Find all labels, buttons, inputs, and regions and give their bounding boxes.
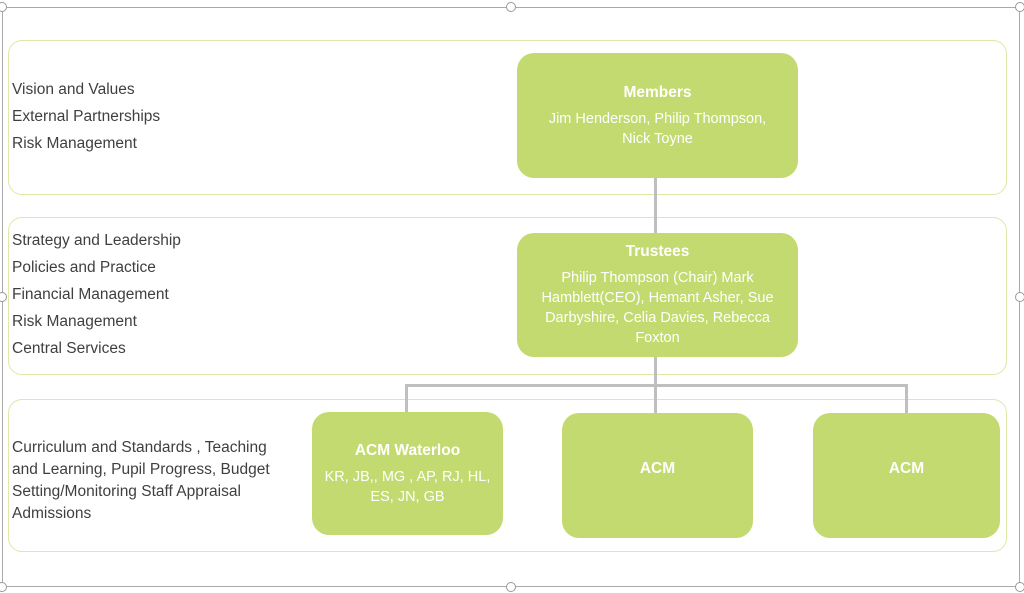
- band-members-row: [8, 40, 1007, 195]
- selection-handle-middle-left[interactable]: [0, 292, 7, 302]
- connector-horizontal-bar: [405, 384, 908, 387]
- selection-handle-top-left[interactable]: [0, 2, 7, 12]
- node-acm-waterloo[interactable]: ACM Waterloo KR, JB,, MG , AP, RJ, HL, E…: [312, 412, 503, 535]
- node-title: Members: [623, 83, 692, 101]
- node-body: Jim Henderson, Philip Thompson, Nick Toy…: [548, 110, 767, 147]
- selection-handle-top-center[interactable]: [506, 2, 516, 12]
- responsibility-line: Policies and Practice: [12, 259, 156, 276]
- node-acm-center[interactable]: ACM: [562, 413, 753, 538]
- band-local-governance-row: [8, 399, 1007, 552]
- responsibility-line: Strategy and Leadership: [12, 232, 181, 249]
- connector-members-trustees: [654, 178, 657, 234]
- responsibility-line: Vision and Values: [12, 81, 135, 98]
- members-row-responsibilities: Vision and Values External Partnerships …: [12, 76, 160, 157]
- node-body: KR, JB,, MG , AP, RJ, HL, ES, JN, GB: [324, 468, 491, 505]
- selection-handle-bottom-right[interactable]: [1015, 582, 1024, 592]
- node-title: ACM Waterloo: [354, 441, 461, 459]
- band-trustees-row: [8, 217, 1007, 375]
- connector-drop-acm-waterloo: [405, 384, 408, 414]
- selection-handle-bottom-center[interactable]: [506, 582, 516, 592]
- responsibility-line: Central Services: [12, 340, 126, 357]
- trustees-row-responsibilities: Strategy and Leadership Policies and Pra…: [12, 227, 181, 362]
- selection-handle-top-right[interactable]: [1015, 2, 1024, 12]
- node-acm-right[interactable]: ACM: [813, 413, 1000, 538]
- connector-drop-acm-right: [905, 384, 908, 414]
- responsibility-line: Risk Management: [12, 313, 137, 330]
- responsibility-line: External Partnerships: [12, 108, 161, 125]
- node-title: ACM: [639, 459, 676, 477]
- local-governance-responsibilities: Curriculum and Standards , Teaching and …: [12, 439, 270, 522]
- node-title: Trustees: [625, 243, 690, 260]
- selection-handle-bottom-left[interactable]: [0, 582, 7, 592]
- selection-handle-middle-right[interactable]: [1015, 292, 1024, 302]
- responsibility-line: Financial Management: [12, 286, 169, 303]
- node-title: ACM: [888, 459, 925, 477]
- node-members[interactable]: Members Jim Henderson, Philip Thompson, …: [517, 53, 798, 178]
- node-body: Philip Thompson (Chair) Mark Hamblett(CE…: [541, 270, 774, 346]
- node-trustees[interactable]: Trustees Philip Thompson (Chair) Mark Ha…: [517, 233, 798, 357]
- responsibility-line: Risk Management: [12, 135, 137, 152]
